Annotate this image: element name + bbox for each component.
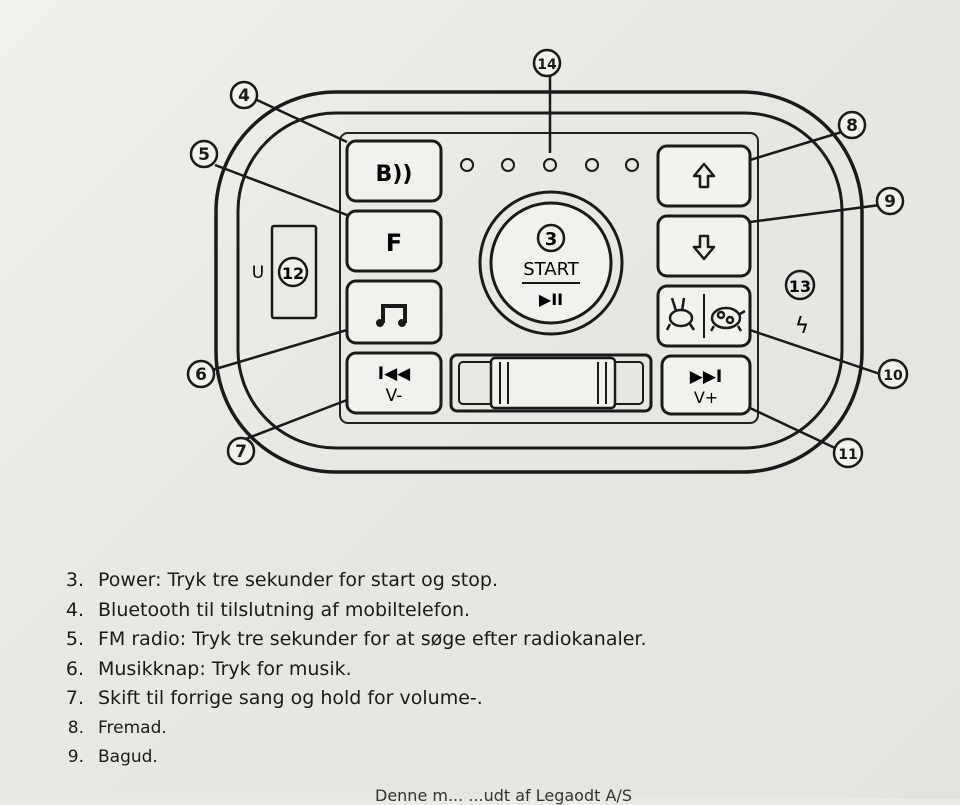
- previous-track-symbol: I◀◀: [378, 364, 411, 384]
- callout-badge-3: [536, 223, 566, 253]
- callout-13: 13: [789, 277, 811, 296]
- callout-10: 10: [883, 368, 903, 384]
- callout-badge-4: [229, 80, 259, 110]
- callout-7: 7: [235, 442, 247, 462]
- callout-badge-6: [186, 359, 216, 389]
- leader-lines: [211, 76, 881, 450]
- arrow-down-icon: [692, 234, 716, 261]
- usb-port-letter: U: [252, 263, 264, 283]
- callout-4: 4: [238, 86, 250, 106]
- volume-up-label: V+: [694, 388, 718, 407]
- start-label: START: [523, 259, 580, 280]
- legend-text: Fremad.: [98, 717, 167, 738]
- music-note-head-left: [376, 319, 384, 327]
- slider-knob[interactable]: [489, 356, 617, 410]
- legend-list: 3. Power: Tryk tre sekunder for start og…: [40, 566, 920, 773]
- control-panel-diagram: B)) F I◀◀ V- 3 START ▶II ▶▶I: [186, 48, 909, 474]
- callout-badge-14: [532, 48, 562, 78]
- led-indicator-4: [585, 158, 599, 172]
- legend-item-9: 9. Bagud.: [40, 743, 920, 773]
- callout-12: 12: [282, 264, 304, 283]
- led-indicator-5: [625, 158, 639, 172]
- legend-text: Bluetooth til tilslutning af mobiltelefo…: [98, 598, 471, 621]
- forward-button[interactable]: [656, 144, 752, 208]
- charge-bolt-icon: ϟ: [795, 314, 810, 339]
- panel-outer-housing: [214, 90, 864, 474]
- callout-badge-8: [837, 110, 867, 140]
- legend-item-8: 8. Fremad.: [40, 714, 920, 744]
- legend-number: 4.: [65, 598, 84, 621]
- callout-badge-9: [875, 186, 905, 216]
- callout-6: 6: [195, 365, 207, 385]
- led-indicator-1: [460, 158, 474, 172]
- callout-9: 9: [884, 192, 896, 212]
- bluetooth-button-label: B)): [376, 162, 413, 187]
- callout-badge-13: [784, 269, 816, 301]
- backward-button[interactable]: [656, 214, 752, 278]
- rabbit-icon: [665, 297, 696, 331]
- callout-badges: [186, 48, 909, 469]
- legend-text: Bagud.: [98, 747, 158, 767]
- callout-badge-7: [226, 436, 256, 466]
- play-pause-symbol: ▶II: [539, 290, 563, 309]
- footer-text: Denne m... ...udt af Legaodt A/S: [375, 786, 632, 805]
- arrow-up-icon: [692, 162, 716, 189]
- slider-track: [449, 353, 653, 413]
- previous-volume-down-button[interactable]: [345, 351, 443, 415]
- callout-11: 11: [838, 447, 857, 463]
- start-button-ring: [478, 190, 624, 336]
- legend-text: Skift til forrige sang og hold for volum…: [98, 687, 483, 709]
- legend-item-3: 3. Power: Tryk tre sekunder for start og…: [40, 566, 920, 596]
- start-button[interactable]: [489, 201, 613, 325]
- next-track-symbol: ▶▶I: [690, 367, 722, 387]
- next-volume-up-button[interactable]: [660, 354, 752, 416]
- legend-number: 7.: [65, 687, 84, 709]
- legend-number: 9.: [67, 747, 84, 767]
- music-note-head-right: [398, 319, 406, 327]
- usb-port: [270, 224, 318, 320]
- led-indicator-3: [543, 158, 557, 172]
- volume-down-label: V-: [386, 386, 403, 406]
- legend-item-5: 5. FM radio: Tryk tre sekunder for at sø…: [40, 625, 920, 655]
- legend-text: Musikknap: Tryk for musik.: [98, 657, 352, 680]
- bluetooth-button[interactable]: [345, 139, 443, 203]
- legend-number: 8.: [67, 717, 84, 738]
- legend-number: 3.: [65, 569, 84, 591]
- legend-item-4: 4. Bluetooth til tilslutning af mobiltel…: [40, 596, 920, 626]
- music-note-icon: [381, 304, 407, 323]
- turtle-icon: [709, 306, 746, 332]
- callout-badge-11: [832, 437, 864, 469]
- music-button[interactable]: [345, 279, 443, 345]
- legend-item-7: 7. Skift til forrige sang og hold for vo…: [40, 684, 920, 714]
- legend-text: Power: Tryk tre sekunder for start og st…: [98, 569, 498, 591]
- callout-3: 3: [545, 229, 558, 250]
- callout-badge-5: [189, 139, 219, 169]
- legend-number: 6.: [65, 657, 84, 680]
- panel-inner-housing: [236, 111, 844, 450]
- callout-8: 8: [846, 116, 858, 136]
- legend-number: 5.: [65, 628, 84, 650]
- led-indicator-2: [501, 158, 515, 172]
- callout-5: 5: [198, 145, 210, 165]
- legend-text: FM radio: Tryk tre sekunder for at søge …: [98, 628, 647, 650]
- legend-item-6: 6. Musikknap: Tryk for musik.: [40, 655, 920, 685]
- fm-button-label: F: [386, 229, 402, 257]
- callout-14: 14: [537, 57, 557, 73]
- callout-badge-12: [277, 256, 309, 288]
- fm-button[interactable]: [345, 209, 443, 273]
- callout-badge-10: [877, 358, 909, 390]
